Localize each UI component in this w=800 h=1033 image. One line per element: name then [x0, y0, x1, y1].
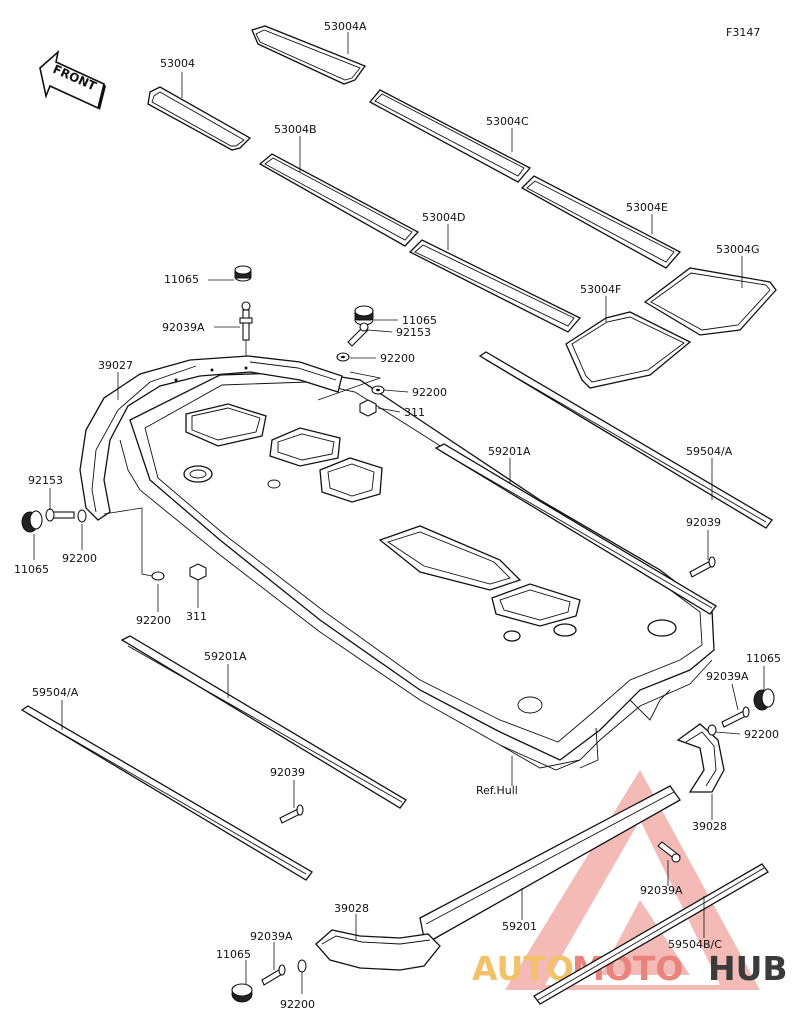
label-311-left: 311	[186, 610, 207, 623]
screw-92039a-bottom	[261, 964, 286, 986]
nut-311-left	[189, 563, 207, 581]
label-92153-mid: 92153	[396, 326, 431, 339]
rail-59201a-left	[120, 635, 407, 809]
label-92200-mid1: 92200	[380, 352, 415, 365]
label-53004f: 53004F	[580, 283, 621, 296]
label-59504a-right: 59504/A	[686, 445, 733, 458]
rail-59504bc-rear	[533, 863, 769, 1005]
screw-92039a-rear	[657, 841, 681, 863]
cap-11065-right	[753, 688, 775, 711]
label-59201-rear: 59201	[502, 920, 537, 933]
rail-59201a-right	[434, 443, 717, 615]
washer-92200-mid1	[336, 352, 350, 362]
watermark-text: AUTO MOTO HUB	[472, 949, 788, 988]
label-53004: 53004	[160, 57, 195, 70]
front-arrow-icon: FRONT	[39, 49, 106, 110]
label-92153-left: 92153	[28, 474, 63, 487]
cap-11065-bottom	[231, 983, 253, 1003]
washer-92200-left	[77, 509, 87, 523]
label-11065-bottom: 11065	[216, 948, 251, 961]
label-53004g: 53004G	[716, 243, 760, 256]
mat-53004d	[408, 239, 582, 333]
label-11065-mid: 11065	[402, 314, 437, 327]
label-59201a-left: 59201A	[204, 650, 247, 663]
bumper-39027	[79, 355, 343, 521]
label-92200-bottom: 92200	[280, 998, 315, 1011]
mat-53004c	[368, 89, 532, 183]
bolt-92153-left	[45, 508, 75, 522]
label-11065-right: 11065	[746, 652, 781, 665]
watermark-brand-c: HUB	[708, 949, 788, 988]
label-92200-left2: 92200	[136, 614, 171, 627]
hull-reference	[119, 371, 715, 771]
screw-92039a-right	[721, 706, 750, 728]
label-311-mid: 311	[404, 406, 425, 419]
mat-53004f	[565, 311, 692, 389]
label-92039-right: 92039	[686, 516, 721, 529]
washer-92200-right	[707, 724, 717, 736]
washer-92200-bottom	[297, 959, 307, 973]
watermark-brand-a: AUTO	[472, 949, 574, 988]
mat-53004g	[643, 267, 777, 336]
label-39028-bottom: 39028	[334, 902, 369, 915]
mat-53004	[147, 86, 252, 151]
mat-53004b	[258, 153, 420, 247]
figure-code: F3147	[726, 26, 760, 39]
label-92039-left: 92039	[270, 766, 305, 779]
label-59504a-left: 59504/A	[32, 686, 79, 699]
label-59201a-right: 59201A	[488, 445, 531, 458]
label-39027: 39027	[98, 359, 133, 372]
label-92039a-rear: 92039A	[640, 884, 683, 897]
bumper-39028-bottom	[315, 929, 441, 971]
screw-92039-right	[689, 556, 716, 578]
leader-lines	[33, 32, 765, 994]
label-92200-right: 92200	[744, 728, 779, 741]
screw-92039a-front	[239, 301, 253, 341]
label-92200-mid2: 92200	[412, 386, 447, 399]
rail-59504a-right	[478, 351, 773, 529]
label-59504bc-rear: 59504B/C	[668, 938, 722, 951]
label-53004c: 53004C	[486, 115, 529, 128]
label-53004e: 53004E	[626, 201, 668, 214]
watermark-triangle-inner	[545, 820, 720, 985]
label-11065-top: 11065	[164, 273, 199, 286]
cap-11065-left	[21, 510, 43, 533]
label-92039a-bottom: 92039A	[250, 930, 293, 943]
bolt-92153-mid	[347, 322, 369, 347]
label-53004d: 53004D	[422, 211, 465, 224]
cap-11065-top	[234, 265, 252, 282]
washer-92200-left2	[151, 571, 165, 581]
mat-53004e	[520, 175, 682, 269]
label-92200-left: 92200	[62, 552, 97, 565]
mat-53004a	[251, 25, 367, 85]
nut-311-mid	[359, 399, 377, 417]
washer-92200-mid2	[371, 385, 385, 395]
rail-59504a-left	[20, 705, 313, 881]
bumper-39028-right	[676, 723, 725, 793]
label-53004b: 53004B	[274, 123, 317, 136]
label-39028-right: 39028	[692, 820, 727, 833]
label-92039a-right: 92039A	[706, 670, 749, 683]
label-92039a-front: 92039A	[162, 321, 205, 334]
part-labels: 53004A 53004 53004C 53004B 53004E 53004D…	[14, 20, 781, 1011]
label-53004a: 53004A	[324, 20, 367, 33]
cap-11065-mid	[354, 305, 374, 326]
label-ref-hull: Ref.Hull	[476, 784, 518, 797]
screw-92039-left	[279, 804, 304, 824]
label-11065-left: 11065	[14, 563, 49, 576]
